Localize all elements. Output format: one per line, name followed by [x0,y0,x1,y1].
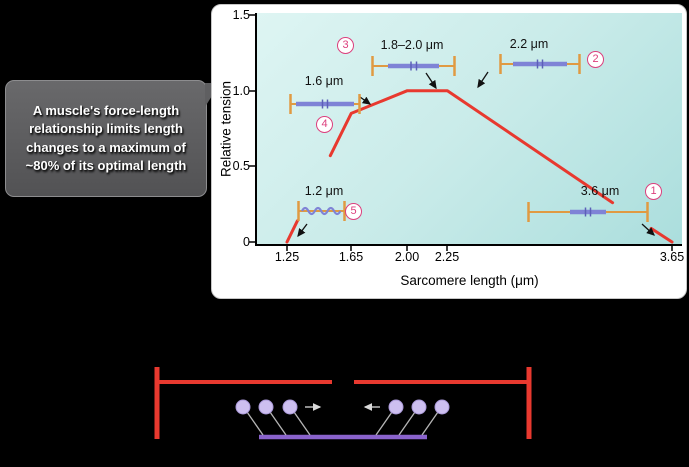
label-1.8-2.0um: 1.8–2.0 μm [380,38,444,52]
y-tick-1.5: 1.5 [232,8,250,22]
arrow-to-plateau-left [425,72,437,90]
label-1.6um: 1.6 μm [304,74,344,88]
label-2.2um: 2.2 μm [509,37,549,51]
arrow-ascending-limb [359,96,372,105]
x-tick-1.65: 1.65 [338,250,364,264]
y-axis-ticks [249,14,256,243]
myosin-head-stalks [246,411,439,436]
sarcomere-thumb-5 [297,201,346,221]
myosin-heads [235,399,450,415]
x-axis-ticks [286,245,673,251]
annotation-circle-3: 3 [337,37,354,54]
y-tick-1.0: 1.0 [232,84,250,98]
sarcomere-thumb-2 [499,54,581,74]
crumpled-thick-filament [301,206,342,216]
chart-panel: Relative tension Sarcomere length (μm) 1… [211,4,687,299]
annotation-circle-4: 4 [316,116,333,133]
sarcomere-thumb-1 [527,202,649,222]
chart-graphics [249,13,682,251]
arrow-to-plateau-right [477,71,489,89]
x-tick-2.00: 2.00 [394,250,420,264]
x-tick-2.25: 2.25 [434,250,460,264]
callout-text: A muscle's force-length relationship lim… [25,102,187,173]
x-tick-3.65: 3.65 [659,250,685,264]
arrow-long-length [641,223,655,236]
annotation-circle-5: 5 [345,203,362,220]
sarcomere-thumb-3 [371,56,456,76]
annotation-circle-2: 2 [587,51,604,68]
x-tick-1.25: 1.25 [274,250,300,264]
y-tick-0: 0 [243,235,250,249]
label-1.2um: 1.2 μm [304,184,344,198]
x-axis-title: Sarcomere length (μm) [400,273,539,288]
y-tick-0.5: 0.5 [232,159,250,173]
label-3.6um: 3.6 μm [580,184,620,198]
sarcomere-figure [154,367,532,440]
annotation-arrows [297,71,655,238]
callout-bubble: A muscle's force-length relationship lim… [5,80,220,197]
annotation-circle-1: 1 [645,183,662,200]
arrow-short-length [297,223,308,238]
sarcomere-thumb-4 [289,94,361,114]
